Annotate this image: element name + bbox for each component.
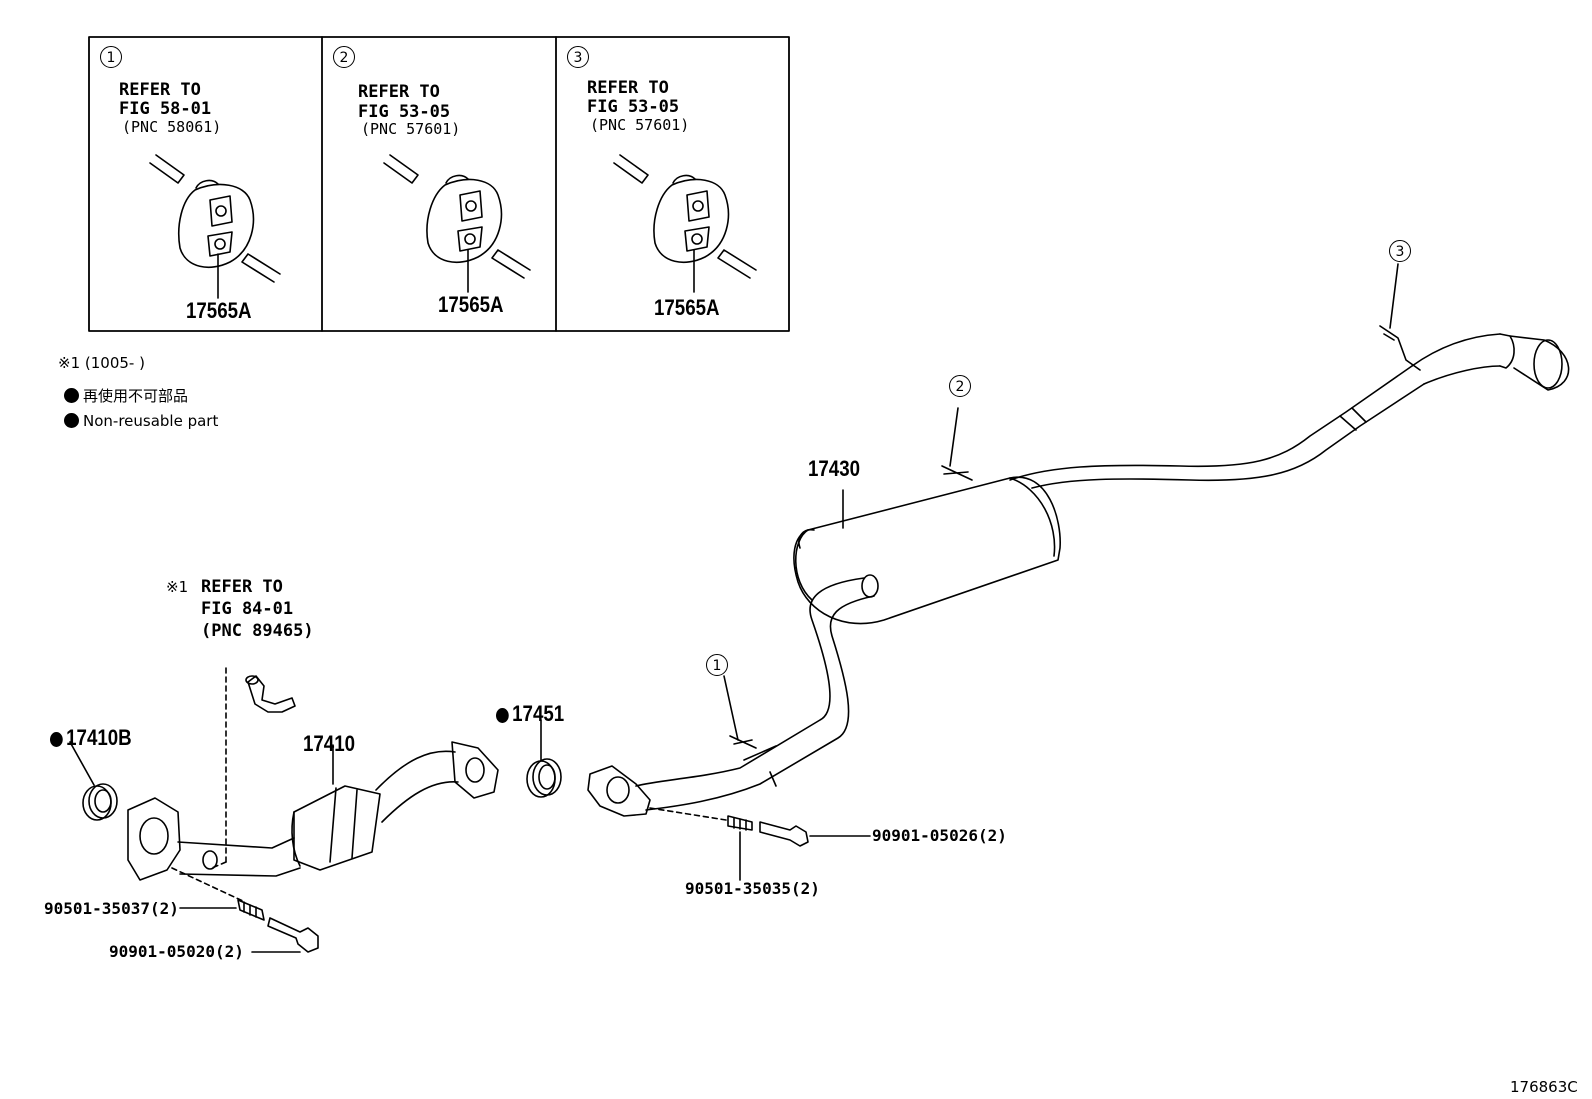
oxygen-sensor-drawing <box>211 667 296 869</box>
part-90501-35037[interactable]: 90501-35037(2) <box>44 899 179 918</box>
part-17410b[interactable]: 17410B <box>50 727 132 749</box>
inset-1-part-number[interactable]: 17565A <box>186 298 252 323</box>
diagram-id: 176863C <box>1510 1078 1578 1096</box>
part-90901-05020[interactable]: 90901-05020(2) <box>109 942 244 961</box>
part-90501-35035[interactable]: 90501-35035(2) <box>685 879 820 898</box>
hanger-marker-3: 3 <box>1389 240 1411 262</box>
tail-pipe-17430-drawing <box>587 263 1570 881</box>
gasket-17451-drawing <box>526 719 562 798</box>
hanger-marker-1: 1 <box>706 654 728 676</box>
inset-2-number-marker: 2 <box>333 46 355 68</box>
inset-3-hanger-drawing <box>613 154 757 293</box>
front-pipe-17410-drawing <box>127 741 499 881</box>
inset-frame <box>88 36 790 332</box>
legend-note-1: ※1 (1005- ) <box>58 354 145 372</box>
inset-3-part-number[interactable]: 17565A <box>654 295 720 320</box>
inset-1-pnc-label: (PNC 58061) <box>122 118 222 136</box>
bolt-front-drawing <box>171 867 319 953</box>
nonreusable-dot-icon <box>50 732 63 747</box>
part-17430[interactable]: 17430 <box>808 456 861 481</box>
inset-1-refer-label: REFER TO <box>119 80 201 100</box>
inset-3-number-marker: 3 <box>567 46 589 68</box>
sensor-ref-pnc-label: (PNC 89465) <box>201 621 314 641</box>
nonreusable-dot-icon <box>496 708 509 723</box>
part-17451[interactable]: 17451 <box>496 703 564 725</box>
part-90901-05026[interactable]: 90901-05026(2) <box>872 826 1007 845</box>
sensor-ref-fig-link[interactable]: FIG 84-01 <box>201 599 294 619</box>
inset-2-refer-label: REFER TO <box>358 82 440 102</box>
inset-1-fig-link[interactable]: FIG 58-01 <box>119 99 212 119</box>
legend-nonreusable-jp: 再使用不可部品 <box>64 388 188 404</box>
inset-1-number-marker: 1 <box>100 46 122 68</box>
inset-3-fig-link[interactable]: FIG 53-05 <box>587 97 680 117</box>
legend-nonreusable-en: Non-reusable part <box>64 413 218 429</box>
sensor-ref-refer-label: REFER TO <box>201 577 283 597</box>
inset-2-hanger-drawing <box>383 154 531 293</box>
inset-1-hanger-drawing <box>149 154 281 299</box>
nonreusable-dot-icon <box>64 388 79 403</box>
part-17410[interactable]: 17410 <box>303 731 356 756</box>
gasket-17410b-drawing <box>69 741 118 821</box>
nonreusable-dot-icon <box>64 413 79 428</box>
hanger-marker-2: 2 <box>949 375 971 397</box>
inset-3-refer-label: REFER TO <box>587 78 669 98</box>
inset-2-pnc-label: (PNC 57601) <box>361 120 461 138</box>
inset-3-pnc-label: (PNC 57601) <box>590 116 690 134</box>
sensor-ref-mark: ※1 <box>166 578 189 596</box>
inset-2-part-number[interactable]: 17565A <box>438 292 504 317</box>
inset-2-fig-link[interactable]: FIG 53-05 <box>358 102 451 122</box>
